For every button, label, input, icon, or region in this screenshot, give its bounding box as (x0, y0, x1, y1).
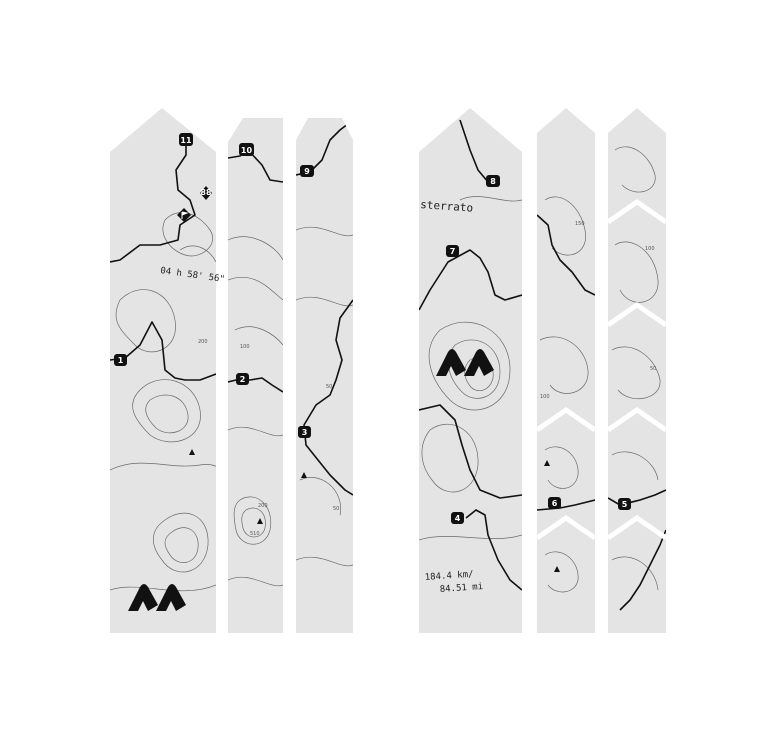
frame-strip-4: 8 sterrato 7 4 184.4 km/ 84.51 mi (419, 108, 522, 633)
svg-text:1: 1 (118, 356, 124, 365)
svg-text:8: 8 (490, 177, 496, 186)
waypoint-marker-1: 1 (114, 354, 127, 366)
waypoint-marker-9: 9 (300, 165, 314, 177)
svg-text:11: 11 (180, 136, 192, 145)
waypoint-marker-11: 11 (179, 133, 193, 146)
distance-km-text: 184.4 km/ (425, 570, 474, 583)
svg-text:7: 7 (450, 247, 456, 256)
svg-text:510: 510 (250, 531, 260, 537)
svg-text:150: 150 (575, 221, 585, 227)
waypoint-marker-2: 2 (236, 373, 249, 385)
svg-text:3: 3 (302, 428, 308, 437)
svg-text:100: 100 (645, 246, 655, 252)
svg-text:200: 200 (258, 503, 268, 509)
distance-mi-text: 84.51 mi (440, 582, 484, 595)
waypoint-marker-7: 7 (446, 245, 459, 257)
svg-text:10: 10 (241, 146, 253, 155)
waypoint-marker-6: 6 (548, 497, 561, 509)
frame-strip-2: 10 2 100 200 510 (228, 118, 283, 633)
route-title-text: sterrato (420, 198, 474, 215)
svg-text:50: 50 (650, 366, 656, 372)
svg-text:2: 2 (240, 375, 246, 384)
am-logo-icon (128, 584, 186, 611)
frame-strip-3: 9 3 50 50 (296, 118, 353, 633)
waypoint-marker-3: 3 (298, 426, 311, 438)
svg-text:88: 88 (200, 188, 212, 197)
svg-text:100: 100 (540, 394, 550, 400)
svg-text:50: 50 (326, 384, 332, 390)
svg-text:50: 50 (333, 506, 339, 512)
svg-text:5: 5 (622, 500, 628, 509)
svg-text:6: 6 (552, 499, 558, 508)
svg-text:9: 9 (304, 167, 310, 176)
svg-text:100: 100 (240, 344, 250, 350)
am-logo-icon (436, 349, 494, 376)
waypoint-marker-10: 10 (239, 143, 254, 156)
svg-text:4: 4 (455, 514, 461, 523)
waypoint-marker-5: 5 (618, 498, 631, 510)
svg-text:200: 200 (198, 339, 208, 345)
waypoint-marker-8: 8 (486, 175, 500, 187)
waypoint-marker-4: 4 (451, 512, 464, 524)
frame-strip-5: 6 100 150 (535, 108, 597, 633)
flag-icon (177, 208, 191, 222)
finish-flag-icon: 88 (200, 186, 212, 200)
frame-strip-1: 11 88 04 h 58' 56" 1 200 (110, 108, 225, 633)
frame-strip-6: 5 100 50 (606, 108, 668, 633)
